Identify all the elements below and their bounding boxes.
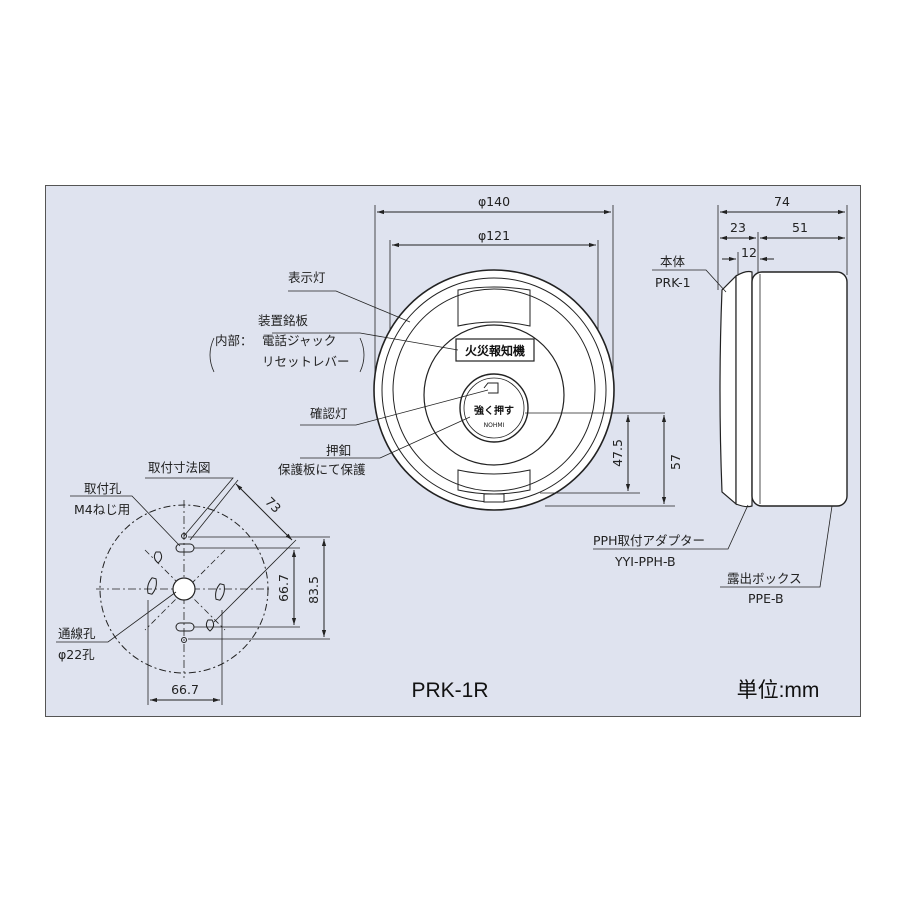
dim-667-h-label: 66.7: [171, 682, 199, 697]
leader-confirm: [300, 389, 489, 426]
mount-hole-top: [175, 543, 195, 553]
mount-hole-right: [215, 583, 225, 601]
label-adapter: PPH取付アダプター: [593, 533, 705, 548]
dim-line-73: [235, 483, 293, 541]
side-view: 74 23 51 12: [593, 194, 848, 588]
label-mount-hole-spec: M4ねじ用: [74, 502, 130, 517]
label-button: 押釦: [326, 443, 351, 458]
label-nameplate: 装置銘板: [258, 313, 309, 328]
label-wire-hole: 通線孔: [58, 626, 96, 641]
leader-box: [720, 505, 833, 588]
dim-12-label: 12: [741, 245, 757, 260]
front-view: φ140 φ121 火災報知機 強く押す NOHMI 47.5 57: [209, 194, 683, 511]
dim-140-label: φ140: [478, 194, 510, 209]
side-box: [751, 271, 848, 507]
side-cover: [719, 274, 737, 506]
leader-indicator: [288, 290, 411, 323]
label-button-protect: 保護板にて保護: [278, 462, 366, 477]
push-button-text: 強く押す: [474, 404, 514, 417]
mount-title: 取付寸法図: [148, 460, 211, 475]
cover-ring: [392, 288, 596, 492]
dim-23-label: 23: [730, 220, 746, 235]
mount-diagram: 73 66.7 83.5 66.7: [56, 477, 330, 705]
dim-73-label: 73: [262, 494, 284, 516]
dim-47-label: 47.5: [610, 439, 625, 467]
label-adapter-model: YYI-PPH-B: [614, 554, 676, 569]
dim-667-v-label: 66.7: [276, 574, 291, 602]
label-body-model: PRK-1: [655, 275, 691, 290]
unit-label: 単位:mm: [737, 679, 820, 702]
leader-wire-hole: [56, 591, 177, 643]
leader-mount-title: [145, 477, 234, 537]
label-indicator-lamp: 表示灯: [288, 270, 326, 285]
dim-835-label: 83.5: [306, 576, 321, 604]
leader-adapter: [593, 504, 749, 550]
indicator-window: [457, 286, 531, 327]
leader-body: [652, 269, 727, 293]
label-inside-prefix: 内部：: [215, 333, 253, 348]
label-confirm-lamp: 確認灯: [310, 406, 348, 421]
dim-51-label: 51: [792, 220, 808, 235]
nameplate-text: 火災報知機: [465, 343, 525, 358]
label-phone-jack: 電話ジャック: [262, 333, 336, 348]
wire-hole: [172, 577, 196, 601]
dim-57-label: 57: [668, 454, 683, 470]
label-body: 本体: [660, 254, 686, 269]
push-button-subtext: NOHMI: [484, 422, 505, 429]
dim-121-label: φ121: [478, 228, 510, 243]
leader-nameplate: [272, 332, 459, 351]
mount-hole-ul: [153, 551, 163, 564]
mount-hole-left: [147, 577, 157, 595]
label-wire-hole-spec: φ22孔: [58, 647, 95, 662]
label-reset-lever: リセットレバー: [262, 354, 350, 369]
label-box-model: PPE-B: [748, 591, 784, 606]
confirm-lamp: [483, 382, 499, 394]
leader-button: [300, 416, 471, 459]
side-adapter: [735, 270, 753, 508]
label-mount-hole: 取付孔: [84, 481, 122, 496]
model-title: PRK-1R: [411, 679, 488, 702]
leader-mount-hole: [70, 495, 181, 547]
label-box: 露出ボックス: [727, 571, 802, 586]
mount-hole-bottom: [175, 622, 195, 632]
dim-74-label: 74: [774, 194, 790, 209]
mount-hole-lr: [205, 619, 215, 632]
